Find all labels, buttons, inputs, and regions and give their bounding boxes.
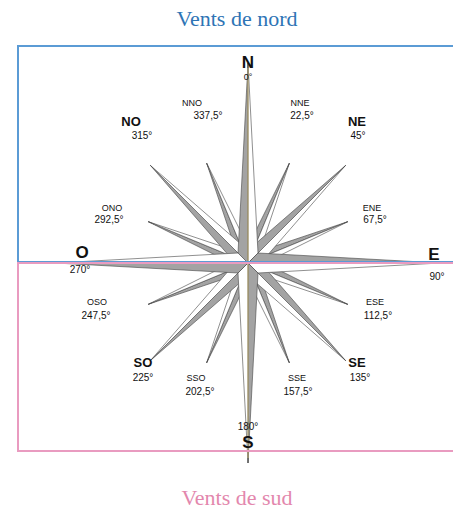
direction-name: NNO bbox=[182, 99, 202, 108]
direction-degrees: 45° bbox=[350, 131, 365, 141]
direction-name: E bbox=[428, 246, 439, 263]
direction-name: ONO bbox=[102, 204, 123, 213]
direction-degrees: 247,5° bbox=[81, 311, 110, 321]
direction-degrees: 157,5° bbox=[283, 387, 312, 397]
direction-name: NE bbox=[348, 115, 366, 128]
spike-shade bbox=[248, 165, 346, 263]
south-winds-band: Vents de sud bbox=[17, 262, 453, 452]
spike-shade bbox=[150, 263, 248, 361]
direction-degrees: 22,5° bbox=[290, 111, 313, 121]
band-heading: Vents de sud bbox=[2, 485, 453, 511]
direction-degrees: 270° bbox=[70, 265, 91, 275]
direction-degrees: 202,5° bbox=[185, 387, 214, 397]
direction-degrees: 225° bbox=[133, 373, 154, 383]
direction-name: SE bbox=[348, 356, 365, 369]
direction-name: NO bbox=[121, 115, 141, 128]
direction-degrees: 67,5° bbox=[363, 215, 386, 225]
direction-degrees: 180° bbox=[238, 422, 259, 432]
spike-light bbox=[248, 63, 258, 263]
direction-degrees: 90° bbox=[429, 272, 444, 282]
north-winds-band: Vents de nord bbox=[17, 45, 453, 263]
direction-degrees: 315° bbox=[132, 131, 153, 141]
direction-degrees: 0° bbox=[244, 73, 253, 82]
direction-name: N bbox=[242, 54, 254, 71]
direction-name: ENE bbox=[363, 204, 382, 213]
spike-shade bbox=[248, 263, 346, 361]
direction-name: SO bbox=[134, 356, 153, 369]
spike-shade bbox=[150, 165, 248, 263]
direction-name: OSO bbox=[87, 298, 107, 307]
direction-degrees: 135° bbox=[350, 373, 371, 383]
direction-name: NNE bbox=[290, 99, 309, 108]
direction-degrees: 292,5° bbox=[94, 215, 123, 225]
direction-name: SSE bbox=[288, 374, 306, 383]
direction-name: S bbox=[242, 434, 253, 451]
spike-shade bbox=[238, 63, 248, 263]
band-heading: Vents de nord bbox=[2, 6, 453, 32]
direction-degrees: 112,5° bbox=[364, 311, 392, 321]
spike-light bbox=[150, 263, 248, 361]
spike-light bbox=[248, 165, 346, 263]
direction-name: SSO bbox=[186, 374, 205, 383]
spike-light bbox=[150, 165, 248, 263]
spike-light bbox=[248, 263, 346, 361]
direction-name: ESE bbox=[366, 298, 384, 307]
direction-degrees: 337,5° bbox=[193, 111, 222, 121]
spike-light bbox=[248, 263, 440, 273]
direction-name: O bbox=[75, 244, 88, 261]
